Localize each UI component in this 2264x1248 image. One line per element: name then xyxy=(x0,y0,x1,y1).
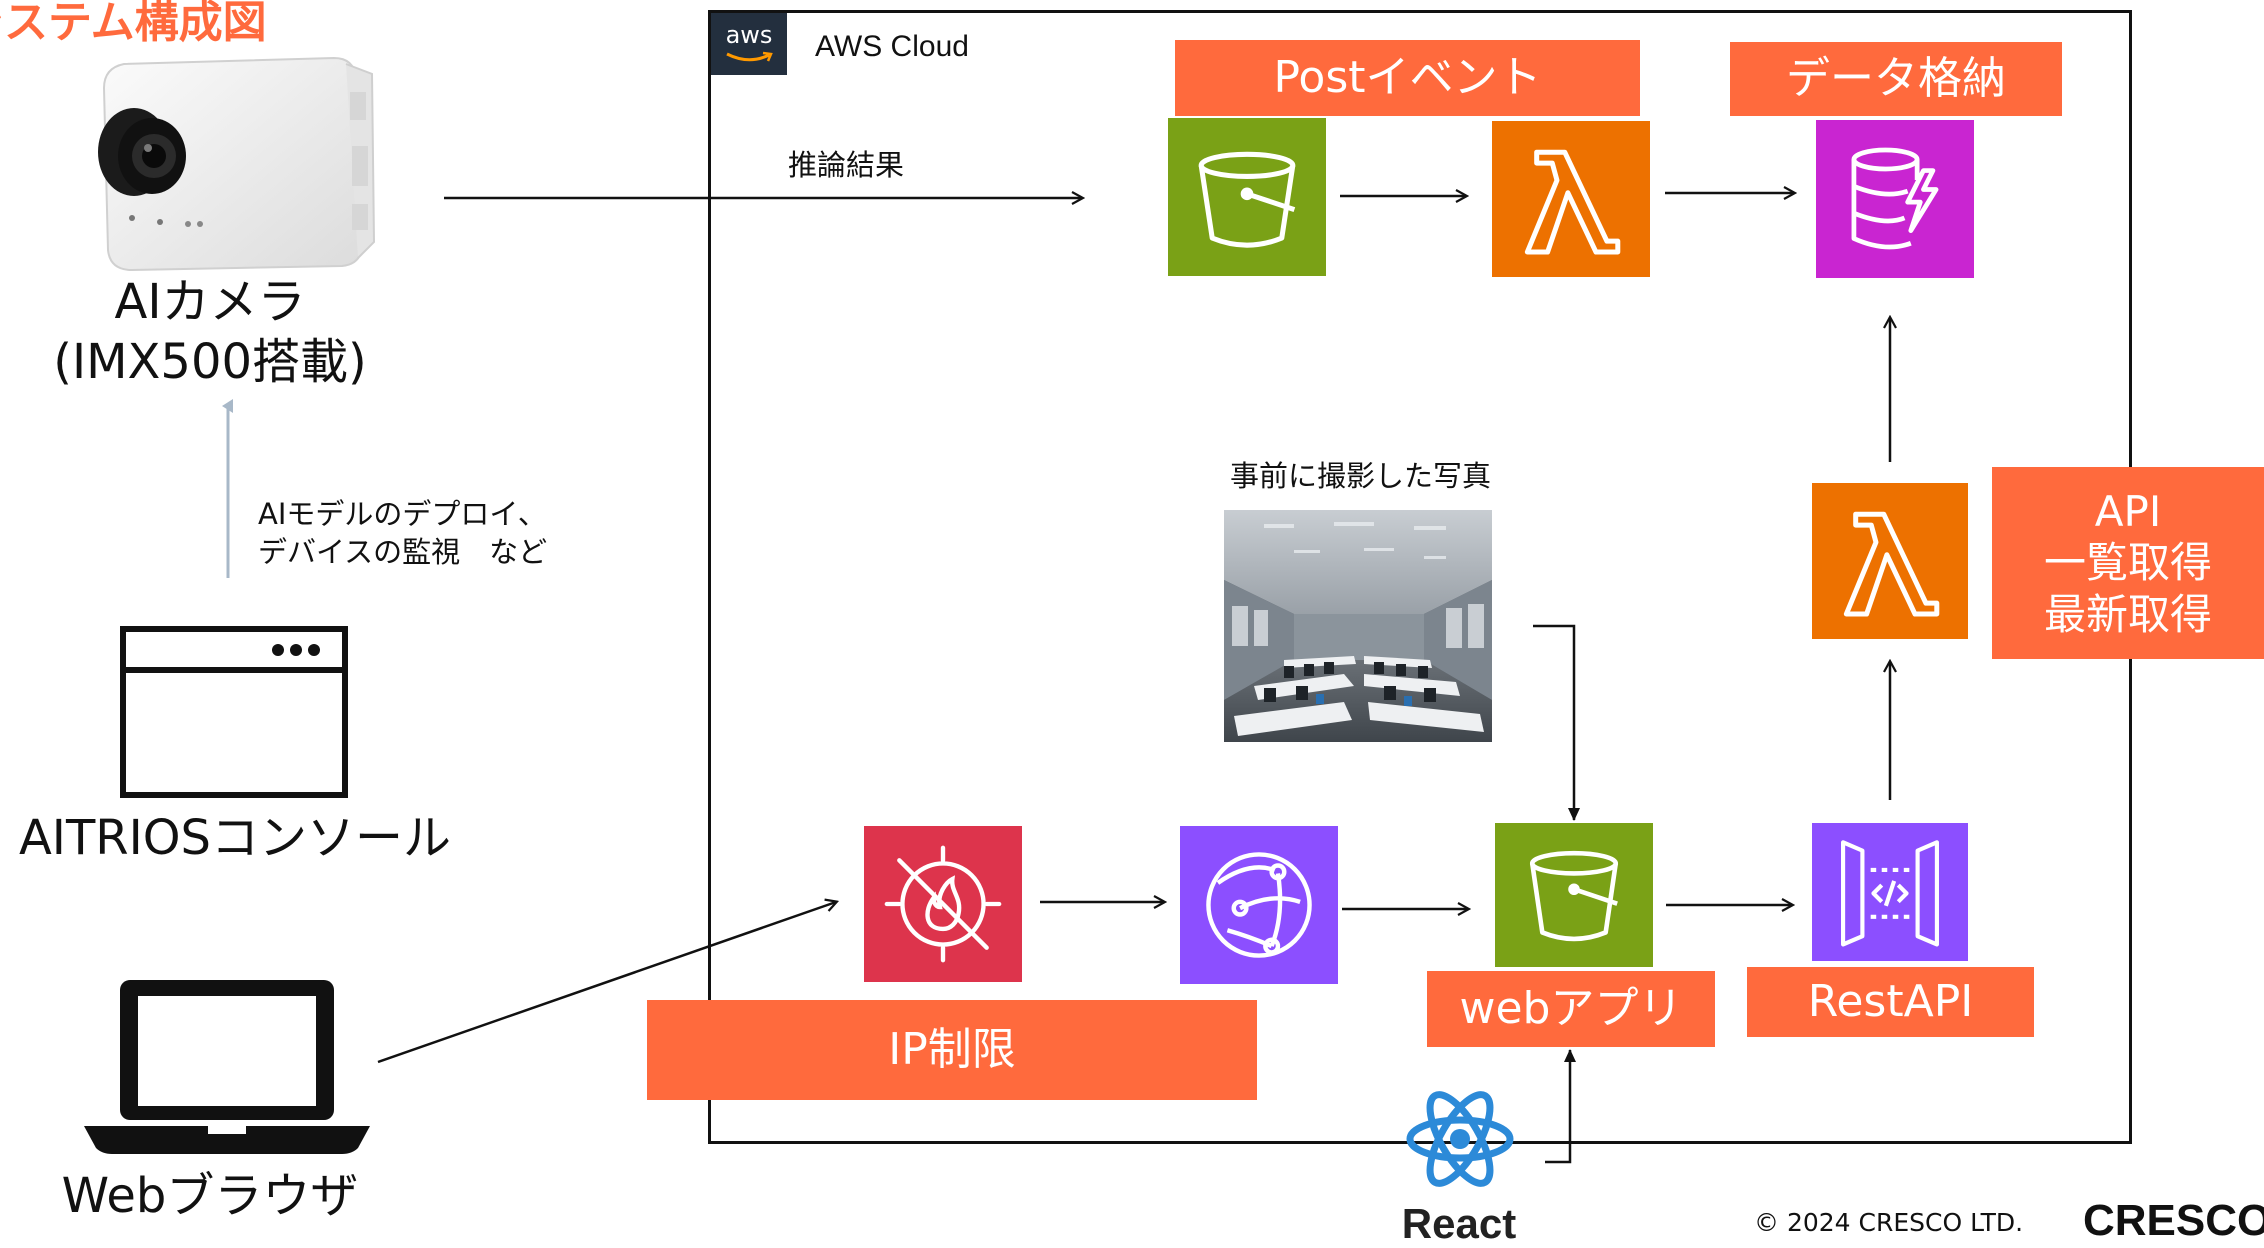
arrow-browser-to-waf xyxy=(377,902,836,1064)
post-event-label: Postイベント xyxy=(1175,40,1640,116)
api-gateway-icon xyxy=(1812,823,1968,961)
cloudfront-icon xyxy=(1180,826,1338,984)
brand-logo: CRESCO xyxy=(2083,1196,2264,1245)
waf-icon xyxy=(864,826,1022,982)
s3-bucket-icon xyxy=(1168,118,1326,276)
aws-logo-text: aws xyxy=(725,21,773,49)
ip-restriction-label: IP制限 xyxy=(647,1000,1257,1100)
browser-window-icon xyxy=(120,626,348,798)
ai-camera-label-line-2: (IMX500搭載) xyxy=(53,334,367,390)
arrow-react-to-webapp xyxy=(1545,1049,1576,1164)
web-browser-label: Webブラウザ xyxy=(61,1168,359,1224)
arrow-photo-to-s3web xyxy=(1533,624,1580,821)
aitrios-console-label: AITRIOSコンソール xyxy=(18,810,452,866)
lambda-icon xyxy=(1492,121,1650,277)
dynamodb-icon xyxy=(1816,120,1974,278)
aws-cloud-label: AWS Cloud xyxy=(815,30,969,63)
react-icon xyxy=(1400,1084,1520,1194)
api-label-line-3: 最新取得 xyxy=(2043,589,2212,639)
camera-icon xyxy=(88,44,378,272)
ai-camera-label: AIカメラ (IMX500搭載) xyxy=(40,272,380,392)
deploy-note: AIモデルのデプロイ、 デバイスの監視 など xyxy=(258,496,547,571)
ai-camera-label-line-1: AIカメラ xyxy=(114,274,306,330)
web-app-label: webアプリ xyxy=(1427,971,1715,1047)
react-label: React xyxy=(1401,1200,1517,1247)
copyright-text: © 2024 CRESCO LTD. xyxy=(1754,1208,2024,1237)
diagram-title: システム構成図 xyxy=(0,0,267,48)
data-store-label: データ格納 xyxy=(1730,42,2062,116)
inference-result-label: 推論結果 xyxy=(788,148,905,182)
deploy-note-line-1: AIモデルのデプロイ、 xyxy=(258,497,547,531)
laptop-icon xyxy=(82,976,372,1156)
aws-logo: aws xyxy=(711,13,787,75)
api-label-line-2: 一覧取得 xyxy=(2043,538,2212,588)
aws-smile-icon xyxy=(726,51,773,62)
photo-caption: 事前に撮影した写真 xyxy=(1230,459,1492,493)
webapp-s3-bucket-icon xyxy=(1495,823,1653,967)
rest-api-label: RestAPI xyxy=(1747,967,2034,1037)
api-label-line-1: API xyxy=(2094,487,2162,537)
api-label: API 一覧取得 最新取得 xyxy=(1992,467,2264,659)
office-photo xyxy=(1224,510,1492,742)
api-lambda-icon xyxy=(1812,483,1968,639)
deploy-note-line-2: デバイスの監視 など xyxy=(258,534,548,569)
